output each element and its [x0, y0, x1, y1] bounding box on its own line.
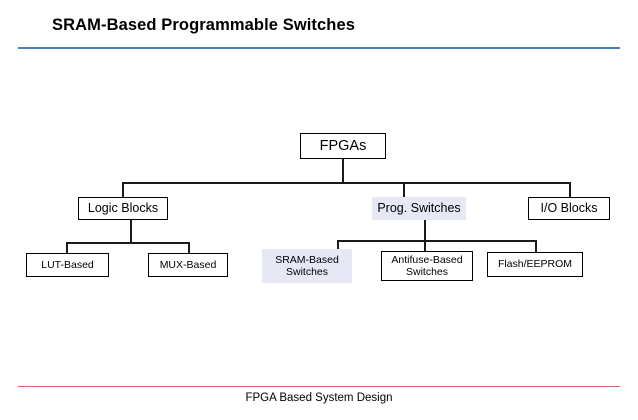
connector-drop-logic-blocks [122, 182, 124, 197]
node-sram-based-switches-label-line2: Switches [285, 266, 328, 278]
node-mux-based-label: MUX-Based [159, 258, 217, 271]
node-antifuse-based-switches-label-line1: Antifuse-Based [391, 253, 463, 266]
page-title: SRAM-Based Programmable Switches [52, 16, 356, 34]
node-prog-switches-label: Prog. Switches [377, 201, 461, 216]
node-logic-blocks[interactable]: Logic Blocks [78, 197, 168, 220]
title-divider [18, 47, 620, 49]
connector-root-trunk [342, 159, 344, 182]
connector-drop-flash-eeprom [535, 240, 537, 252]
node-fpgas[interactable]: FPGAs [300, 133, 386, 159]
node-antifuse-based-switches-label-line2: Switches [405, 266, 448, 278]
node-logic-blocks-label: Logic Blocks [87, 201, 159, 216]
footer-text: FPGA Based System Design [245, 392, 393, 404]
node-sram-based-switches[interactable]: SRAM-Based Switches [262, 249, 352, 283]
connector-drop-mux-based [188, 242, 190, 253]
node-io-blocks-label: I/O Blocks [540, 201, 598, 216]
connector-drop-prog-switches [403, 182, 405, 197]
node-prog-switches[interactable]: Prog. Switches [372, 197, 466, 220]
connector-logic-blocks-trunk [130, 220, 132, 242]
node-antifuse-based-switches[interactable]: Antifuse-Based Switches [381, 251, 473, 281]
node-mux-based[interactable]: MUX-Based [148, 253, 228, 277]
node-lut-based[interactable]: LUT-Based [26, 253, 109, 277]
footer-divider [18, 386, 620, 388]
node-flash-eeprom[interactable]: Flash/EEPROM [487, 252, 583, 277]
connector-prog-switches-bus [337, 240, 535, 242]
connector-drop-io-blocks [569, 182, 571, 197]
node-io-blocks[interactable]: I/O Blocks [528, 197, 610, 220]
connector-drop-lut-based [66, 242, 68, 253]
connector-prog-switches-trunk [424, 220, 426, 240]
node-flash-eeprom-label: Flash/EEPROM [497, 258, 573, 271]
node-lut-based-label: LUT-Based [41, 258, 94, 271]
node-fpgas-label: FPGAs [319, 137, 367, 154]
connector-level1-bus [122, 182, 571, 184]
connector-drop-antifuse-based [424, 240, 426, 251]
connector-drop-sram-based [337, 240, 339, 252]
connector-logic-blocks-bus [66, 242, 189, 244]
node-sram-based-switches-label-line1: SRAM-Based [275, 253, 339, 266]
